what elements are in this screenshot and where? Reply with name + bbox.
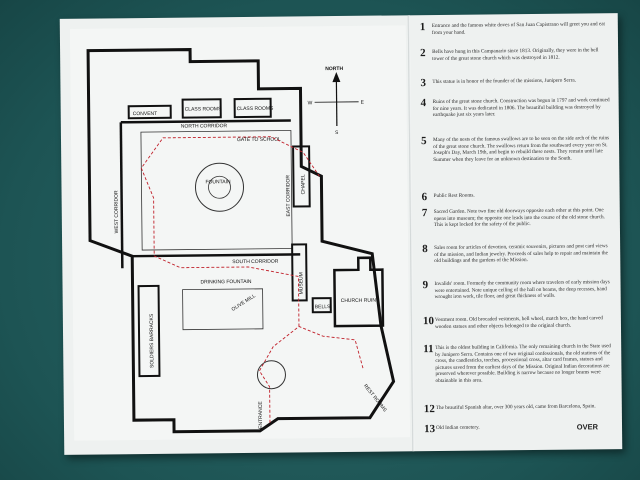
mission-brochure: NORTH E W S CONVENT CLASS ROOMS CLASS RO… <box>59 13 623 455</box>
soldiers-barracks-building <box>137 284 161 378</box>
class-rooms-label-1: CLASS ROOMS <box>185 106 222 112</box>
tour-route <box>140 136 364 423</box>
compass-e-label: E <box>361 100 365 106</box>
convent-label: CONVENT <box>133 111 158 117</box>
over-label: OVER <box>576 422 599 432</box>
west-corridor-wall <box>119 122 124 269</box>
north-corridor-wall <box>120 119 291 124</box>
chapel-building <box>292 145 311 208</box>
compass-icon <box>314 72 359 127</box>
fountain-icon <box>208 175 231 199</box>
mission-map: NORTH E W S CONVENT CLASS ROOMS CLASS RO… <box>69 25 411 441</box>
museum-building <box>291 243 308 302</box>
courtyard <box>140 130 293 251</box>
olive-mill-area <box>182 288 264 331</box>
fountain-garden <box>195 162 245 212</box>
compass-s-label: S <box>335 130 339 136</box>
bells-campanario <box>311 297 332 314</box>
west-corridor-label: WEST CORRIDOR <box>114 190 120 233</box>
soldiers-barracks-label: SOLDIERS BARRACKS <box>149 313 156 368</box>
fountain-label: FOUNTAIN <box>205 179 231 185</box>
garden-circle <box>256 360 286 390</box>
chapel-label: CHAPEL <box>300 174 306 194</box>
class-rooms-building-1 <box>181 98 222 119</box>
church-ruins-outline <box>333 256 385 328</box>
bells-label: BELLS <box>315 304 331 310</box>
north-corridor-label: NORTH CORRIDOR <box>181 123 228 129</box>
church-ruins-label: CHURCH RUINS <box>341 298 380 304</box>
south-corridor-label: SOUTH CORRIDOR <box>232 259 279 265</box>
museum-label: MUSEUM <box>298 272 304 294</box>
compass-w-label: W <box>308 100 313 106</box>
drinking-fountain-label: DRINKING FOUNTAIN <box>200 279 251 286</box>
compass-north-label: NORTH <box>325 66 343 72</box>
gate-to-school-label: GATE TO SCHOOL <box>237 137 281 143</box>
class-rooms-label-2: CLASS ROOMS <box>237 106 274 112</box>
class-rooms-building-2 <box>233 97 272 119</box>
entrance-label: ENTRANCE <box>258 401 264 429</box>
east-corridor-label: EAST CORRIDOR <box>285 175 291 217</box>
south-corridor-wall <box>132 253 301 258</box>
convent-building <box>127 104 172 120</box>
